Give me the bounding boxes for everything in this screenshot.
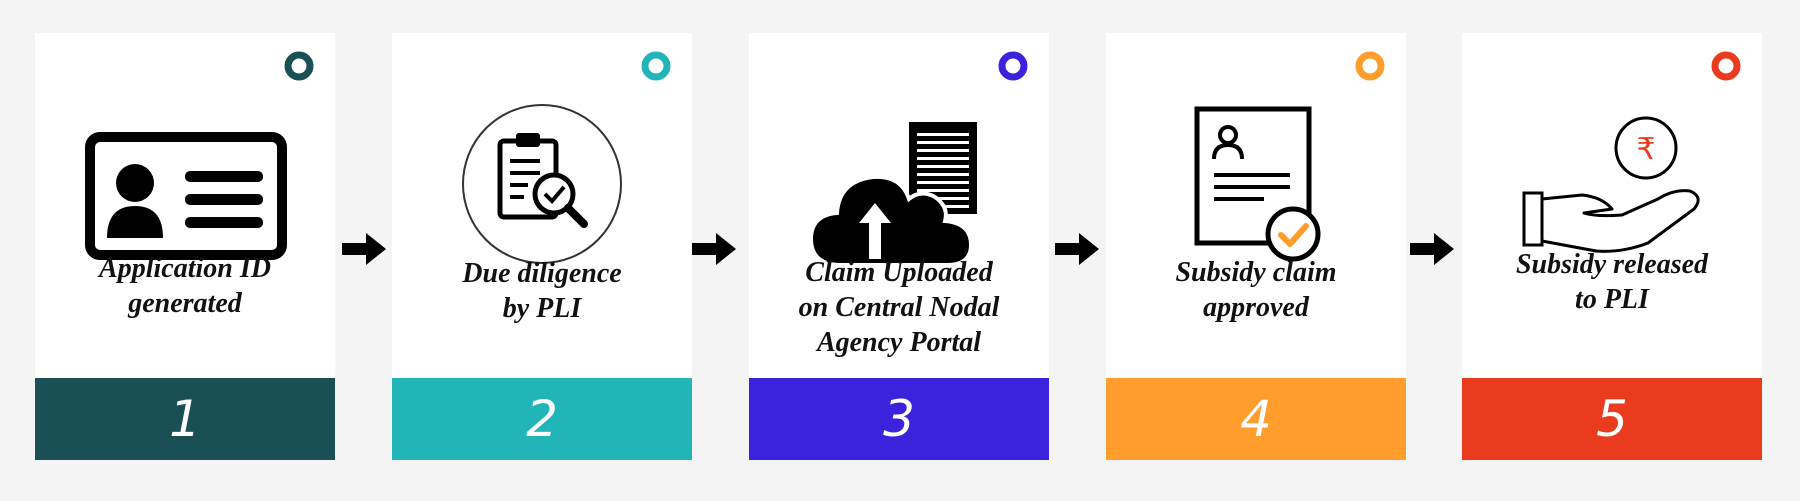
approved-document-icon xyxy=(1194,106,1321,262)
hand-rupee-coin-icon: ₹ xyxy=(1522,116,1700,253)
step-label: Claim Uploaded on Central Nodal Agency P… xyxy=(798,257,1000,358)
step-number-band: 1 xyxy=(35,378,335,460)
step-number: 3 xyxy=(883,390,915,448)
step-card-5: ₹ Subsidy released to PLI 5 xyxy=(1462,33,1762,460)
step-label: Subsidy claim approved xyxy=(1175,257,1337,323)
step-number-band: 3 xyxy=(749,378,1049,460)
status-ring-icon xyxy=(1355,51,1385,81)
cloud-upload-document-icon xyxy=(808,122,977,267)
arrow-right-icon xyxy=(342,233,386,265)
step-card-1: Application ID generated 1 xyxy=(35,33,335,460)
step-card-3: Claim Uploaded on Central Nodal Agency P… xyxy=(749,33,1049,460)
arrow-right-icon xyxy=(1410,233,1454,265)
rupee-symbol: ₹ xyxy=(1636,132,1655,167)
step-card-2: Due diligence by PLI 2 xyxy=(392,33,692,460)
arrow-right-icon xyxy=(1055,233,1099,265)
status-ring-icon xyxy=(998,51,1028,81)
step-number-band: 2 xyxy=(392,378,692,460)
status-ring-icon xyxy=(284,51,314,81)
arrow-right-icon xyxy=(692,233,736,265)
step-label: Application ID generated xyxy=(99,253,271,319)
step-label: Due diligence by PLI xyxy=(462,258,622,324)
step-card-4: Subsidy claim approved 4 xyxy=(1106,33,1406,460)
step-number: 5 xyxy=(1596,390,1628,448)
status-ring-icon xyxy=(641,51,671,81)
id-card-icon xyxy=(85,132,287,260)
step-number: 4 xyxy=(1240,390,1272,448)
clipboard-search-icon xyxy=(462,104,622,264)
step-number: 2 xyxy=(526,390,558,448)
step-number: 1 xyxy=(169,390,201,448)
step-label: Subsidy released to PLI xyxy=(1515,249,1709,315)
step-number-band: 4 xyxy=(1106,378,1406,460)
status-ring-icon xyxy=(1711,51,1741,81)
step-number-band: 5 xyxy=(1462,378,1762,460)
